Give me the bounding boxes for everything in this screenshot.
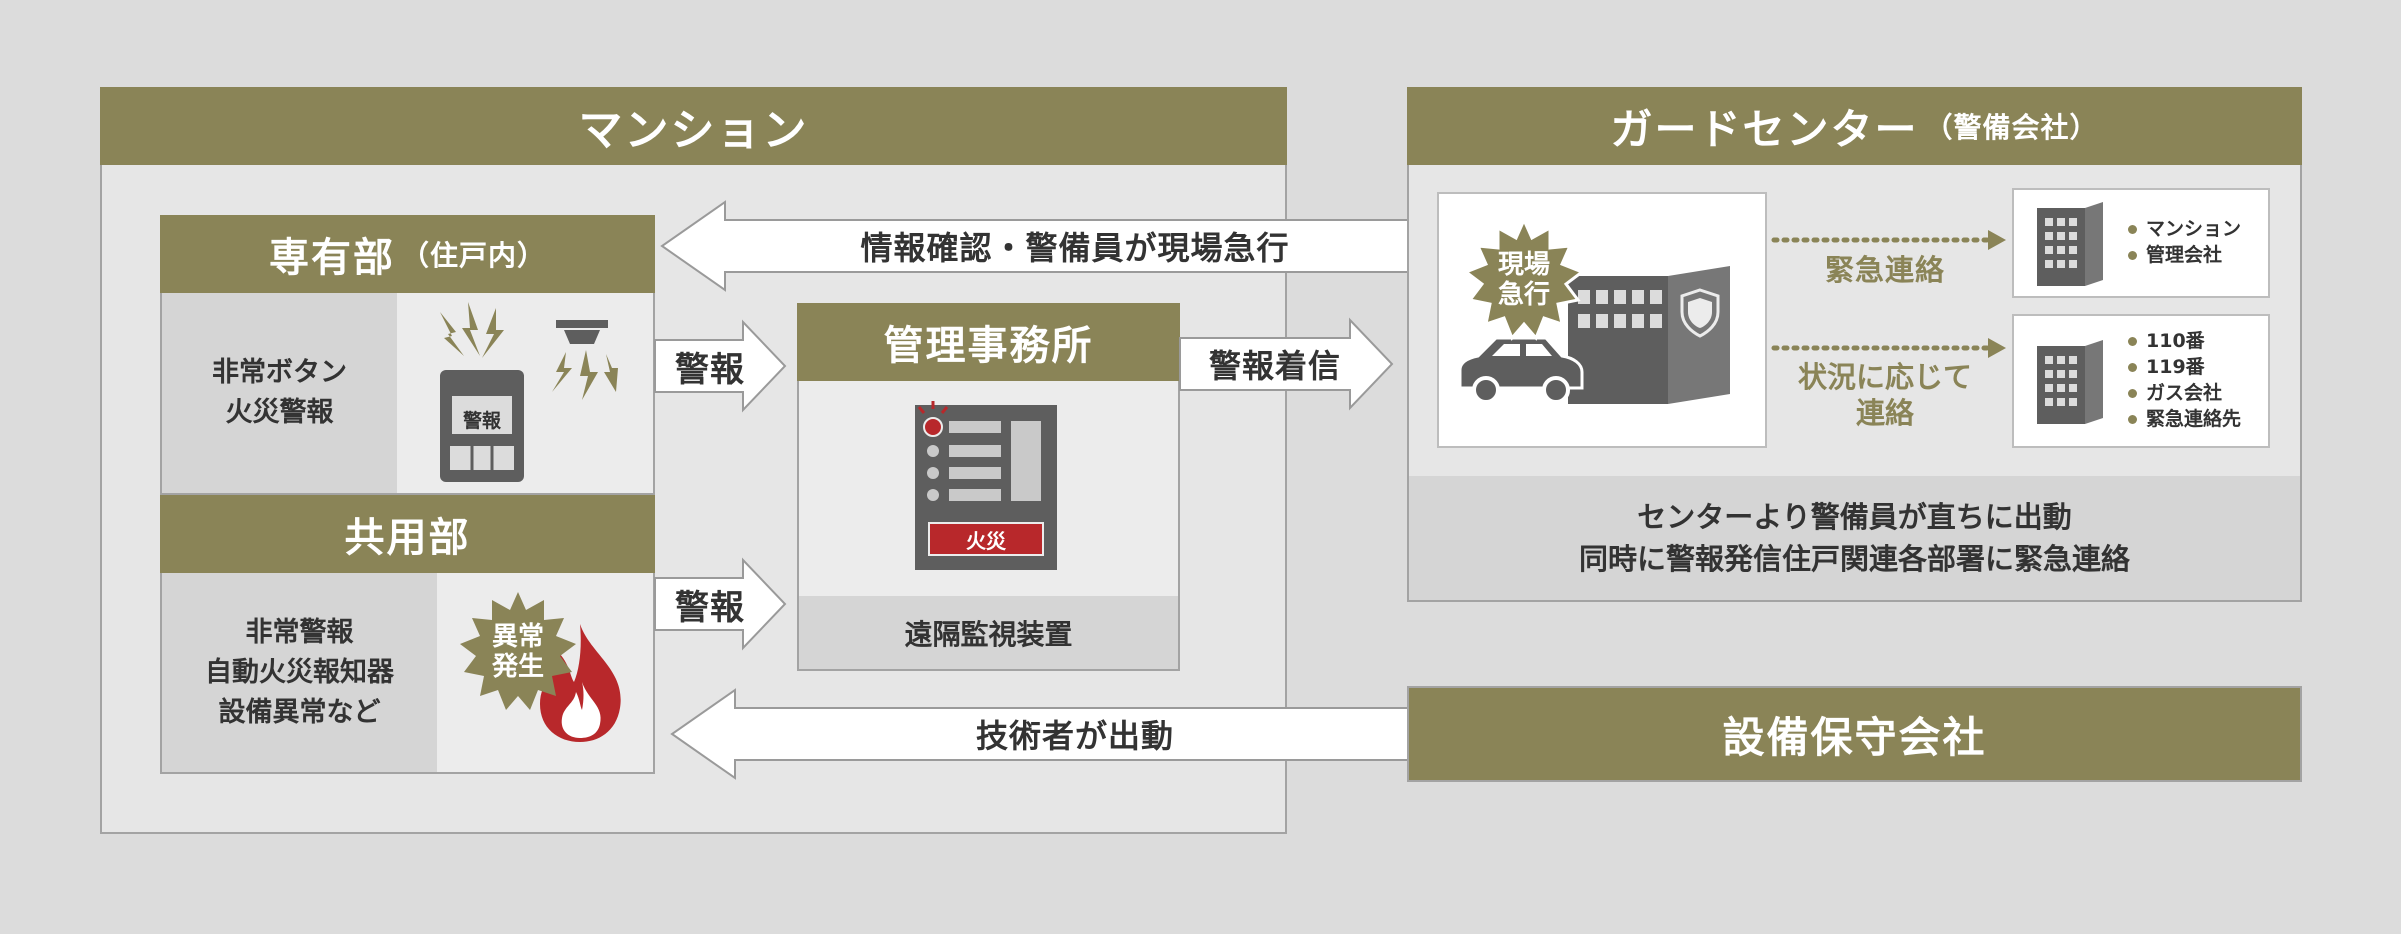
senyu-items: 非常ボタン 火災警報: [162, 293, 397, 493]
guard-title: ガードセンター: [1610, 104, 1919, 154]
keiho-2-label: 警報: [675, 587, 745, 628]
kyoyo-header: 共用部: [160, 495, 655, 573]
contact-item: 119番: [2128, 354, 2268, 380]
anomaly-starburst-icon: [460, 592, 576, 710]
situational-label: 状況に応じて 連絡: [1770, 358, 2000, 432]
alarm-device-icon: [440, 302, 618, 482]
mansion-title: マンション: [578, 105, 809, 156]
emergency-building-icon: [2037, 340, 2103, 424]
senyu-title: 専有部: [268, 235, 395, 281]
senyu-title-sub: （住戸内）: [400, 239, 546, 272]
arrow-keiho-2: [654, 557, 787, 651]
guard-title-sub: （警備会社）: [1924, 111, 2099, 144]
anomaly-badge-line: 発生: [491, 652, 544, 682]
info-confirm-label: 情報確認・警備員が現場急行: [860, 229, 1290, 267]
anomaly-badge-line: 異常: [491, 622, 544, 652]
kyoyo-item: 自動火災報知器: [205, 656, 394, 688]
guard-header: ガードセンター （警備会社）: [1407, 87, 2302, 165]
urgent-contact-label: 緊急連絡: [1824, 253, 1945, 287]
fire-panel-label: 火災: [966, 528, 1006, 553]
maintenance-box: 設備保守会社: [1407, 686, 2302, 782]
rush-badge-line: 現場: [1497, 250, 1550, 280]
rush-badge-line: 急行: [1497, 280, 1550, 310]
maintenance-title: 設備保守会社: [1722, 712, 1987, 762]
dotted-arrow-situational: [1771, 338, 2006, 358]
anomaly-badge-label: 異常 発生: [458, 592, 578, 712]
office-title: 管理事務所: [883, 323, 1094, 369]
kyoyo-item: 設備異常など: [218, 696, 381, 728]
situational-line: 状況に応じて: [1797, 360, 1972, 394]
keiho-chakushin-label: 警報着信: [1208, 347, 1341, 385]
contact-item: 110番: [2128, 328, 2268, 354]
contact-list-1: マンション 管理会社: [2128, 216, 2268, 268]
kyoyo-title: 共用部: [344, 515, 471, 561]
senyu-item: 火災警報: [225, 397, 334, 428]
kyoyo-item: 非常警報: [245, 616, 354, 648]
alarm-device-label: 警報: [462, 409, 501, 432]
guard-building-icon: [1458, 266, 1730, 404]
arrow-info-confirm: [660, 200, 1411, 292]
contact-item: 管理会社: [2128, 242, 2268, 268]
keiho-1-label: 警報: [675, 349, 745, 390]
technician-label: 技術者が出動: [975, 717, 1174, 755]
kyoyo-items: 非常警報 自動火災報知器 設備異常など: [162, 573, 437, 772]
office-caption: 遠隔監視装置: [904, 617, 1073, 651]
guard-footer-line: 同時に警報発信住戸関連各部署に緊急連絡: [1578, 542, 2130, 576]
arrow-technician: [670, 688, 1411, 780]
senyu-header: 専有部 （住戸内）: [160, 215, 655, 293]
arrow-keiho-chakushin: [1179, 317, 1394, 411]
rush-starburst-icon: [1462, 216, 1586, 341]
guard-footer-line: センターより警備員が直ちに出動: [1637, 500, 2072, 534]
contact-item-text: 管理会社: [2146, 244, 2223, 266]
dotted-arrow-urgent: [1771, 230, 2006, 250]
senyu-item: 非常ボタン: [212, 357, 347, 388]
rush-badge-label: 現場 急行: [1464, 220, 1584, 340]
contact-item: ガス会社: [2128, 380, 2268, 406]
arrow-keiho-1: [654, 319, 787, 413]
guard-footer: センターより警備員が直ちに出動 同時に警報発信住戸関連各部署に緊急連絡: [1409, 476, 2300, 600]
office-caption-box: 遠隔監視装置: [799, 596, 1178, 669]
monitor-panel-icon: [915, 401, 1057, 570]
contact-list-2: 110番 119番 ガス会社 緊急連絡先: [2128, 328, 2268, 432]
contact-item: 緊急連絡先: [2128, 406, 2268, 432]
office-building-icon: [2037, 202, 2103, 286]
office-header: 管理事務所: [797, 303, 1180, 381]
mansion-header: マンション: [100, 87, 1287, 165]
contact-item: マンション: [2128, 216, 2268, 242]
fire-icon: [540, 624, 621, 742]
situational-line: 連絡: [1855, 396, 1914, 430]
